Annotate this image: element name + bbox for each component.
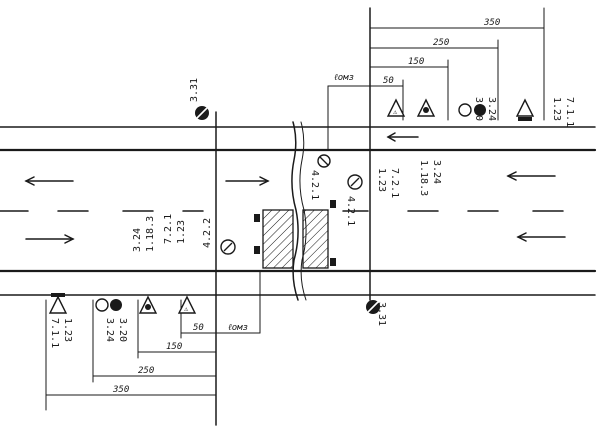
sign-code: 7.1.1 [49, 318, 60, 348]
sign-code: 7.2.1 [389, 168, 400, 198]
bottom-dimensions: 350 250 150 50 ℓомз [45, 270, 261, 411]
direction-arrow [386, 132, 419, 142]
warning-sign-icon [48, 293, 68, 314]
barrier [330, 258, 336, 266]
top-dimensions: 350 250 150 50 ℓомз [327, 7, 545, 151]
direction-arrow [516, 232, 566, 242]
sign-code: 1.18.3 [145, 216, 156, 252]
sign-code: 3.24 [104, 318, 115, 342]
sign-code: 7.2.1 [163, 214, 174, 244]
barrier [330, 200, 336, 208]
direction-arrow [225, 176, 270, 186]
direction-arrow [25, 234, 75, 244]
dim-label: 250 [433, 38, 449, 48]
dim-label: 50 [383, 76, 394, 86]
break-line [291, 121, 299, 301]
dim-label: 350 [483, 18, 500, 28]
sign-code: 3.24 [486, 97, 497, 121]
svg-text:⚠: ⚠ [393, 108, 398, 116]
direction-arrow [506, 171, 556, 181]
sign-code: 1.23 [551, 97, 562, 121]
dim-label: 150 [408, 57, 424, 67]
sign-code: 3.20 [117, 318, 128, 342]
warning-sign-icon: ⚠ [177, 295, 197, 314]
end-restrictions-sign-icon [366, 300, 380, 314]
sign-code: 3.24 [132, 228, 143, 252]
work-zone-right [302, 209, 329, 269]
sign-code: 4.2.1 [345, 196, 356, 226]
dim-label: ℓомз [228, 323, 248, 333]
prohibition-sign-icon [95, 298, 122, 312]
sign-code: 3.24 [431, 160, 442, 184]
dim-label: 150 [166, 342, 182, 352]
sign-code: 7.1.1 [564, 97, 575, 127]
barrier [254, 214, 260, 222]
warning-sign-icon [138, 295, 158, 314]
keep-left-sign-icon [347, 174, 363, 190]
sign-code: 4.2.1 [309, 170, 320, 200]
direction-arrow [24, 176, 74, 186]
dim-label: 250 [138, 366, 154, 376]
keep-right-sign-icon [317, 154, 331, 168]
svg-text:⚠: ⚠ [184, 305, 189, 313]
prohibition-sign-icon [458, 103, 486, 117]
sign-code: 3.20 [473, 97, 484, 121]
end-restrictions-sign-icon [195, 106, 209, 120]
dim-label: 350 [112, 385, 129, 395]
keep-left-sign-icon [220, 239, 236, 255]
sign-code: 1.23 [176, 220, 187, 244]
dim-label: ℓомз [334, 73, 354, 83]
sign-code: 1.23 [62, 318, 73, 342]
sign-code: 3.31 [189, 78, 200, 102]
work-zone-left [262, 209, 294, 269]
barrier [254, 246, 260, 254]
sign-code: 1.23 [376, 168, 387, 192]
warning-sign-icon: ⚠ [386, 98, 406, 117]
warning-sign-icon [416, 98, 436, 117]
dim-label: 50 [193, 323, 204, 333]
sign-code: 4.2.2 [202, 218, 213, 248]
warning-sign-icon [515, 98, 535, 121]
sign-code: 3.31 [376, 302, 387, 326]
sign-code: 1.18.3 [418, 160, 429, 196]
